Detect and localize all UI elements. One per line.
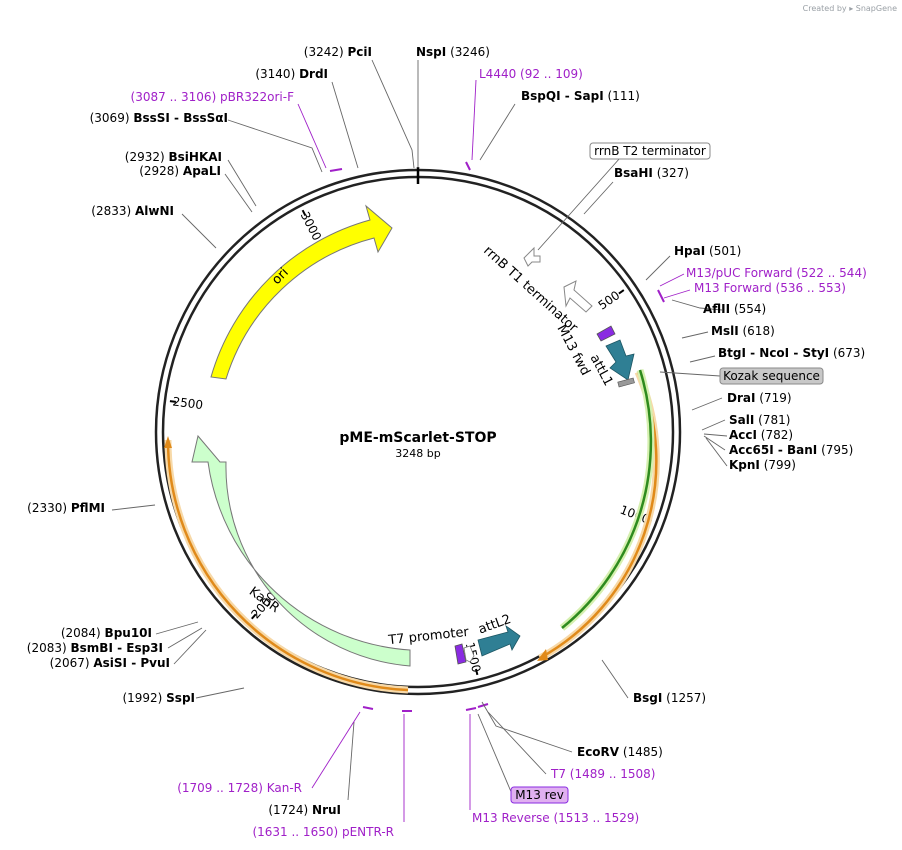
feature-rrnb-t2 — [523, 246, 541, 267]
green-arc — [561, 369, 653, 629]
site-label-sali: SalI (781) — [729, 413, 790, 427]
snapgene-watermark: Created by ▸ SnapGene — [803, 4, 897, 13]
site-label-aflii: AflII (554) — [703, 302, 766, 316]
primer-label-l4440: L4440 (92 .. 109) — [479, 67, 583, 81]
tick-mark — [474, 668, 479, 676]
site-label-msli: MslI (618) — [711, 324, 775, 338]
primer-label-kan-r: (1709 .. 1728) Kan-R — [177, 781, 302, 795]
primer-label-t7: T7 (1489 .. 1508) — [550, 767, 655, 781]
boxed-label-bg — [589, 142, 711, 160]
site-label-alwni: (2833) AlwNI — [91, 204, 174, 218]
site-label-acci: AccI (782) — [729, 428, 793, 442]
site-label-bsgi: BsgI (1257) — [633, 691, 706, 705]
site-label-sspi: (1992) SspI — [122, 691, 195, 705]
orange-arc-left — [166, 439, 409, 692]
boxed-label-m13-rev: M13 rev — [515, 788, 564, 802]
feature-kanr — [191, 434, 411, 667]
site-label-nrui: (1724) NruI — [268, 803, 341, 817]
primer-label-m13-reverse: M13 Reverse (1513 .. 1529) — [472, 811, 639, 825]
feature-m13-rev-mark — [454, 643, 467, 665]
site-label-kpni: KpnI (799) — [729, 458, 796, 472]
tick-mark — [618, 289, 625, 295]
primer-label-pentr-r: (1631 .. 1650) pENTR-R — [252, 825, 394, 839]
site-label-ecorv: EcoRV (1485) — [577, 745, 663, 759]
boxed-label-bg — [719, 367, 824, 385]
feature-t7-promoter — [463, 645, 475, 663]
site-leader-lines — [111, 59, 728, 801]
site-label-hpai: HpaI (501) — [674, 244, 741, 258]
feature-t7-promoter-label: T7 promoter — [387, 625, 470, 649]
kozak-bar — [617, 377, 635, 388]
tick-mark — [301, 209, 307, 217]
site-label-nspi: NspI (3246) — [416, 45, 490, 59]
feature-m13-fwd — [596, 325, 616, 342]
tick-mark — [169, 400, 176, 403]
site-label-bsahi: BsaHI (327) — [614, 166, 689, 180]
site-label-pcii: (3242) PciI — [304, 45, 372, 59]
tick-label: 2500 — [172, 395, 204, 413]
plasmid-name: pME-mScarlet-STOP — [339, 430, 496, 446]
site-label-bspqi: BspQI - SapI (111) — [521, 89, 640, 103]
tick-mark — [251, 613, 257, 620]
boxed-label-rrnb-t2-terminator: rrnB T2 terminator — [594, 144, 706, 158]
site-label-bsmbi: (2083) BsmBI - Esp3I — [27, 641, 163, 655]
tick-label: 3000 — [298, 209, 325, 243]
site-label-btgi: BtgI - NcoI - StyI (673) — [718, 346, 865, 360]
plasmid-size: 3248 bp — [395, 447, 440, 460]
rrnb-t2-leader — [537, 157, 621, 251]
site-label-asisi: (2067) AsiSI - PvuI — [50, 656, 170, 670]
green-arc-glow — [559, 368, 655, 631]
boxed-label-bg — [510, 786, 569, 804]
primer-label-m13-forward: M13 Forward (536 .. 553) — [694, 281, 846, 295]
primer-label-pbr322ori-f: (3087 .. 3106) pBR322ori-F — [131, 90, 295, 104]
label-layer: (3242) PciI NspI (3246) (3140) DrdI BspQI -… — [27, 45, 867, 839]
tick-label: 500 — [596, 288, 623, 313]
site-label-apali: (2928) ApaLI — [139, 164, 221, 178]
feature-ori — [210, 204, 393, 380]
site-label-acc65i: Acc65I - BanI (795) — [729, 443, 853, 457]
site-label-pflmi: (2330) PflMI — [27, 501, 105, 515]
primer-ticks — [329, 161, 665, 712]
site-label-bsssi: (3069) BssSI - BssSαI — [90, 111, 228, 125]
orange-arc-left-arrow — [164, 436, 172, 448]
site-label-bpu10i: (2084) Bpu10I — [61, 626, 152, 640]
feature-attl1 — [605, 339, 635, 381]
boxed-label-kozak-sequence: Kozak sequence — [723, 369, 820, 383]
primer-label-m13-puc-forward: M13/pUC Forward (522 .. 544) — [686, 266, 867, 280]
feature-rrnb-t1 — [563, 280, 593, 313]
site-label-drdi: (3140) DrdI — [255, 67, 328, 81]
orange-arc-right-arrow — [537, 649, 548, 661]
site-label-drai: DraI (719) — [727, 391, 792, 405]
feature-attl2 — [477, 624, 521, 657]
site-label-bsihkai: (2932) BsiHKAI — [125, 150, 222, 164]
primer-leader-lines — [297, 79, 691, 822]
